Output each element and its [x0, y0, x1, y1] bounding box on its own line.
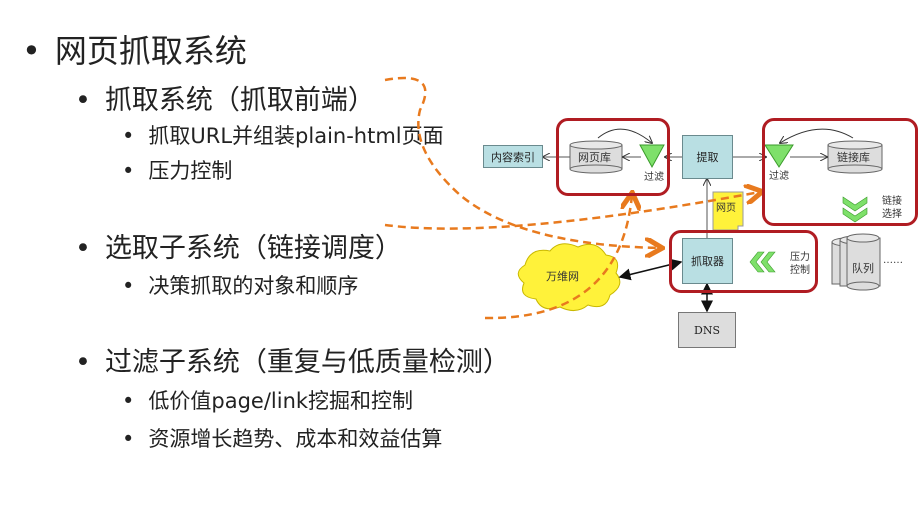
label-line: 压力: [790, 252, 810, 263]
queue-label: 队列: [852, 262, 874, 275]
bullet-decide: •决策抓取的对象和顺序: [122, 274, 359, 298]
webpage-label: 网页: [716, 203, 736, 214]
filter1-label: 过滤: [644, 172, 664, 183]
pressure-label: 压力控制: [790, 251, 810, 277]
bullet-text: 抓取URL并组装plain-html页面: [148, 124, 444, 148]
orange-dashed-arrows: [384, 76, 760, 320]
bullet-text: 抓取系统（抓取前端）: [104, 85, 375, 116]
bullet-resource: •资源增长趋势、成本和效益估算: [122, 427, 443, 451]
bullet-text: 选取子系统（链接调度）: [104, 233, 402, 264]
dns-box: DNS: [678, 312, 736, 348]
extract-box: 提取: [682, 135, 733, 179]
bullet-text: 资源增长趋势、成本和效益估算: [148, 427, 443, 451]
bullet-text: 低价值page/link挖掘和控制: [148, 389, 414, 413]
bullet-text: 压力控制: [148, 159, 233, 183]
bullet-filter-system: •过滤子系统（重复与低质量检测）: [75, 347, 510, 378]
filter2-label: 过滤: [769, 171, 789, 182]
queue-cylinders: [831, 233, 881, 291]
chevron-down-icon: [842, 196, 868, 223]
link-db-cylinder: [827, 140, 883, 174]
label-line: 选择: [882, 209, 902, 220]
link-select-group: [762, 118, 918, 226]
fetcher-group: [669, 230, 818, 293]
bullet-title: •网页抓取系统: [22, 32, 247, 70]
filter-triangle-icon: [639, 144, 665, 169]
fetcher-box: 抓取器: [682, 238, 733, 284]
page-db-label: 网页库: [578, 151, 611, 164]
page-filter-group: [556, 118, 670, 196]
label-line: 控制: [790, 265, 810, 276]
bullet-fetch-url: •抓取URL并组装plain-html页面: [122, 124, 444, 148]
bullet-text: 过滤子系统（重复与低质量检测）: [104, 347, 510, 378]
page-db-cylinder: [569, 140, 623, 174]
bullet-pressure: •压力控制: [122, 159, 233, 183]
label-line: 链接: [882, 196, 902, 207]
bullet-low-value: •低价值page/link挖掘和控制: [122, 389, 414, 413]
filter-triangle-icon: [764, 144, 794, 168]
bullet-text: 决策抓取的对象和顺序: [148, 274, 359, 298]
queue-dots: ……: [883, 255, 903, 266]
link-select-label: 链接选择: [882, 195, 902, 221]
www-cloud: [517, 243, 621, 311]
chevron-left-icon: [749, 251, 776, 273]
bullet-fetch-system: •抓取系统（抓取前端）: [75, 85, 375, 116]
www-label: 万维网: [546, 270, 579, 283]
bullet-select-system: •选取子系统（链接调度）: [75, 233, 402, 264]
link-db-label: 链接库: [837, 151, 870, 164]
bullet-text: 网页抓取系统: [54, 32, 247, 70]
content-index-box: 内容索引: [483, 145, 543, 168]
